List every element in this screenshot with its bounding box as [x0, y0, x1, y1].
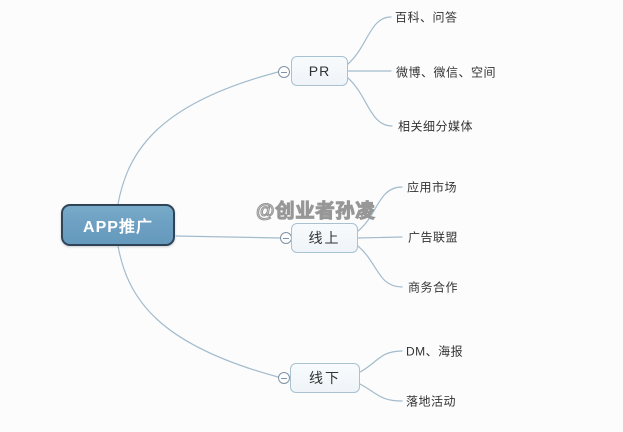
leaf-node-offline-1[interactable]: DM、海报 [406, 344, 464, 359]
leaf-node-pr-3[interactable]: 相关细分媒体 [398, 119, 474, 134]
edge-root-pr [117, 71, 279, 205]
branch-node-offline[interactable]: 线下 [290, 363, 360, 393]
edge-pr-leaf3 [347, 77, 393, 127]
leaf-node-online-2[interactable]: 广告联盟 [408, 230, 459, 245]
branch-node-online[interactable]: 线上 [291, 223, 358, 253]
branch-node-pr[interactable]: PR [291, 56, 348, 86]
leaf-node-pr-2[interactable]: 微博、微信、空间 [396, 65, 497, 80]
leaf-node-offline-2[interactable]: 落地活动 [406, 394, 457, 409]
edge-root-online [175, 235, 281, 239]
leaf-node-online-3[interactable]: 商务合作 [408, 280, 459, 295]
root-node[interactable]: APP推广 [61, 204, 175, 246]
edge-offline-leaf2 [359, 383, 403, 402]
edge-online-leaf3 [357, 245, 403, 288]
edge-online-leaf2 [357, 236, 403, 239]
leaf-node-online-1[interactable]: 应用市场 [407, 180, 458, 195]
collapse-minus-icon-pr[interactable] [278, 66, 290, 78]
collapse-minus-icon-offline[interactable] [278, 372, 290, 384]
edge-root-offline [117, 245, 279, 378]
edge-online-leaf1 [357, 186, 403, 232]
leaf-node-pr-1[interactable]: 百科、问答 [395, 10, 458, 25]
edge-pr-leaf1 [347, 16, 392, 65]
edge-offline-leaf1 [359, 350, 403, 373]
